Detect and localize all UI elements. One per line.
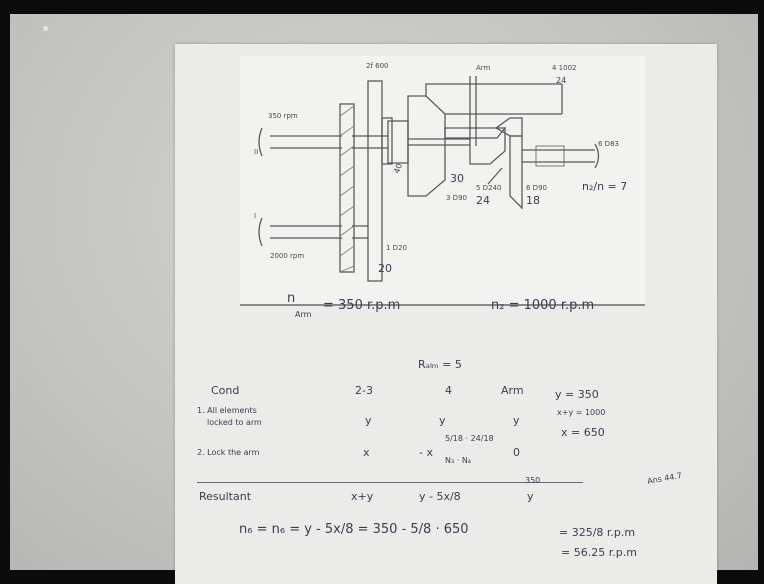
resultant-col-3: y: [527, 490, 534, 503]
arm-label: Arm: [476, 64, 491, 72]
resultant-col-1: x+y: [351, 490, 374, 503]
table-divider: [197, 482, 583, 483]
bevel-gear-3: [407, 95, 446, 197]
gear-1-teeth: 20: [378, 262, 392, 275]
gear-train-diagram: Arm 2f 600 4 1002 24 350 rpm II I 2000 r…: [240, 56, 645, 306]
resultant-col-3-top: 350: [525, 476, 541, 485]
x-result: x = 650: [561, 426, 605, 439]
bearing-block: [339, 103, 355, 273]
resultant-col-2: y - 5x/8: [419, 490, 461, 503]
gear-6-teeth: 18: [526, 194, 540, 207]
gear-train-drawing: [258, 76, 600, 282]
resultant-label: Resultant: [199, 490, 252, 503]
x-plus-y-result: x+y = 1000: [557, 408, 606, 417]
row-2-col-1: x: [363, 446, 370, 459]
final-fraction: = 325/8 r.p.m: [559, 526, 636, 539]
gear-4-teeth: 24: [556, 76, 567, 85]
table-header-arm: Arm: [501, 384, 524, 397]
gear-4-label: 4 1002: [552, 64, 577, 72]
margin-note: Ans 44.7: [646, 471, 683, 486]
gear-2: [381, 117, 393, 165]
shaft-i-speed: 2000 rpm: [270, 252, 305, 260]
gear-1-label: 1 D20: [386, 244, 407, 252]
row-1-col-3: y: [513, 414, 520, 427]
row-2-col-2: - x: [419, 446, 433, 459]
speed-ratio: n₂/n = 7: [582, 180, 628, 193]
gear-2-label: 2f 600: [366, 62, 389, 70]
gear-3-teeth: 30: [450, 172, 464, 185]
gear-5-teeth: 24: [476, 194, 490, 207]
row-2-col-3: 0: [513, 446, 520, 459]
row-1-label-a: 1. All elements: [197, 406, 257, 415]
gear-6-label: 6 D90: [526, 184, 547, 192]
final-equation: n₆ = n₆ = y - 5x/8 = 350 - 5/8 · 650: [239, 522, 469, 537]
row-1-label-b: locked to arm: [207, 418, 262, 427]
arm-speed-symbol: n: [287, 291, 296, 306]
paper-sheet: Arm 2f 600 4 1002 24 350 rpm II I 2000 r…: [175, 44, 717, 584]
table-header-4: 4: [445, 384, 452, 397]
table-header-cond: Cond: [211, 384, 240, 397]
row-1-col-2: y: [439, 414, 446, 427]
gear-5-label: 5 D240: [476, 184, 502, 192]
shaft-2-speed: n₂ = 1000 r.p.m: [491, 298, 595, 313]
arm-frame: [425, 83, 562, 96]
gear-3: [387, 120, 409, 164]
shaft-ii-label: II: [254, 148, 259, 156]
arm-speed-subscript: Arm: [295, 310, 312, 319]
shaft-ii-speed: 350 rpm: [268, 112, 298, 120]
pin: [43, 26, 48, 31]
row-2-fraction-bottom: N₃ · N₄: [445, 456, 472, 465]
gear-3-label: 3 D90: [446, 194, 467, 202]
train-ratio: Rₐₗₘ = 5: [418, 358, 462, 371]
table-header-23: 2-3: [355, 384, 373, 397]
gear-1: [367, 80, 383, 282]
gear-5: [444, 127, 507, 139]
whiteboard: Arm 2f 600 4 1002 24 350 rpm II I 2000 r…: [10, 14, 758, 584]
arm-speed-value: = 350 r.p.m: [323, 298, 401, 313]
gear-6: [509, 135, 523, 210]
row-1-col-1: y: [365, 414, 372, 427]
final-answer: = 56.25 r.p.m: [561, 546, 637, 559]
shaft-i-label: I: [254, 212, 257, 220]
row-2-fraction-top: 5/18 · 24/18: [445, 434, 494, 443]
row-2-label: 2. Lock the arm: [197, 448, 260, 457]
output-shaft-label: 6 D83: [598, 140, 619, 148]
y-result: y = 350: [555, 388, 599, 401]
